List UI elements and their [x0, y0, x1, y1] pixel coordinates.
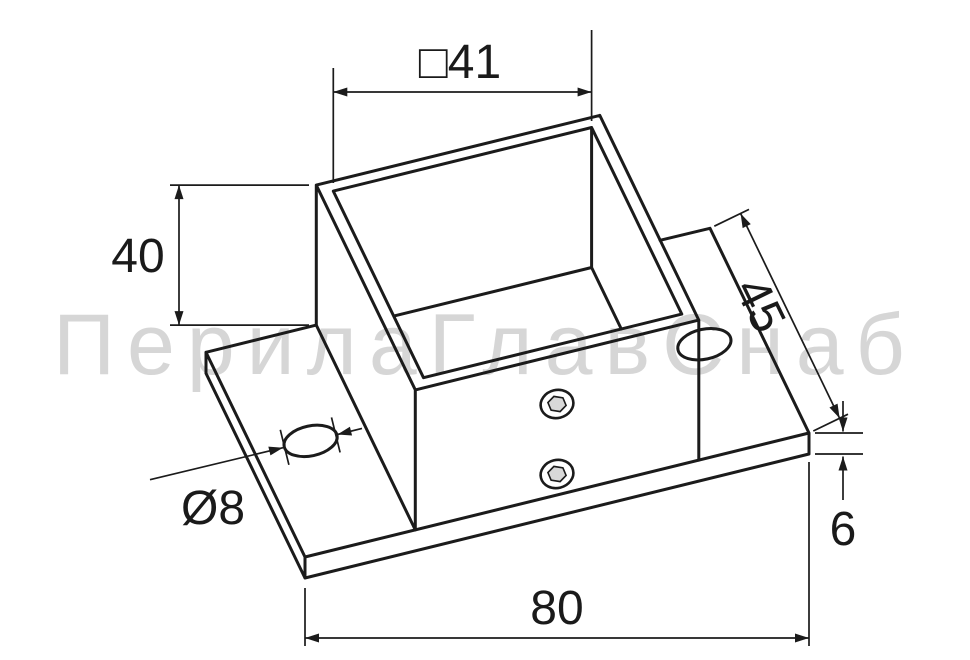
set-screw-upper	[539, 388, 575, 420]
hex-socket-icon	[546, 465, 568, 483]
dimension-socket-height: 40	[111, 184, 309, 326]
dimension-label-plate-length: 80	[530, 582, 583, 635]
dimension-plate-length: 80	[304, 462, 810, 646]
base-plate-outline	[204, 226, 811, 580]
tube-socket-outline	[314, 113, 701, 532]
dimension-label-plate-thickness: 6	[830, 503, 857, 556]
dimension-label-socket-square: □41	[419, 36, 501, 89]
dimension-label-socket-height: 40	[111, 230, 164, 283]
hex-socket-icon	[546, 395, 568, 413]
mounting-hole-left	[282, 423, 339, 459]
set-screw-lower	[539, 458, 575, 490]
dimension-plate-thickness: 6	[815, 401, 863, 556]
dimension-label-hole-diameter: Ø8	[181, 482, 245, 535]
flange-drawing	[204, 113, 811, 580]
dimension-hole-diameter: Ø8	[149, 417, 363, 535]
socket-inner-edges	[331, 126, 684, 380]
dimension-socket-square: □41	[332, 30, 593, 183]
mounting-hole-right	[676, 326, 733, 362]
